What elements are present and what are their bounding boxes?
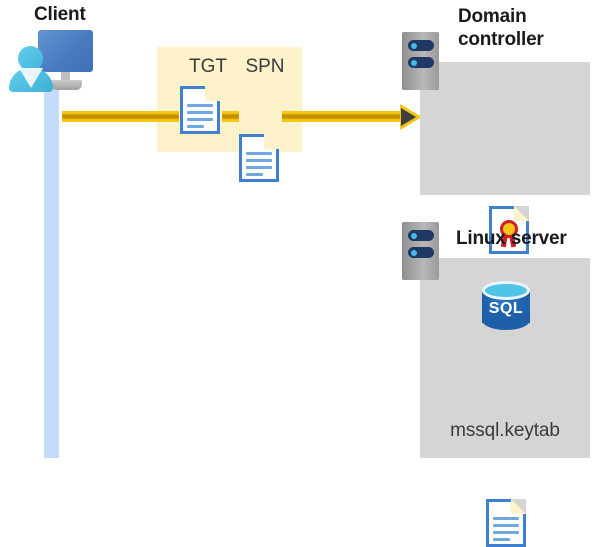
request-arrow-segment-inbox-right (282, 111, 302, 122)
keytab-filename-label: mssql.keytab (450, 420, 560, 441)
keytab-document-icon (486, 499, 526, 547)
diagram-canvas: Client TGT SPN (8, 4, 590, 547)
domain-controller-label: Domain controller (458, 6, 544, 50)
request-arrow-segment-right (302, 111, 404, 122)
spn-document-icon (239, 134, 279, 182)
request-arrow-segment-inbox-mid (222, 111, 239, 122)
person-head-icon (18, 46, 43, 71)
spn-label: SPN (245, 56, 285, 77)
monitor-screen-icon (38, 30, 93, 72)
domain-controller-panel (420, 62, 590, 195)
tgt-label: TGT (189, 56, 227, 77)
linux-server-server-rack-icon (402, 222, 439, 280)
request-arrow-segment-inbox-left (157, 111, 179, 122)
request-arrow-head (400, 104, 422, 130)
client-lifeline (44, 82, 59, 458)
monitor-neck-icon (61, 72, 70, 81)
sql-database-icon: SQL (482, 281, 530, 333)
user-at-monitor-icon (8, 28, 100, 92)
client-label: Client (34, 4, 86, 25)
tgt-document-icon (180, 86, 220, 134)
monitor-base-icon (51, 80, 82, 90)
sql-database-label: SQL (488, 300, 524, 317)
request-arrow-segment-left (62, 111, 158, 122)
certificate-icon (489, 206, 529, 254)
linux-server-label: Linux server (456, 228, 567, 249)
domain-controller-server-rack-icon (402, 32, 439, 90)
person-collar-icon (19, 68, 43, 88)
